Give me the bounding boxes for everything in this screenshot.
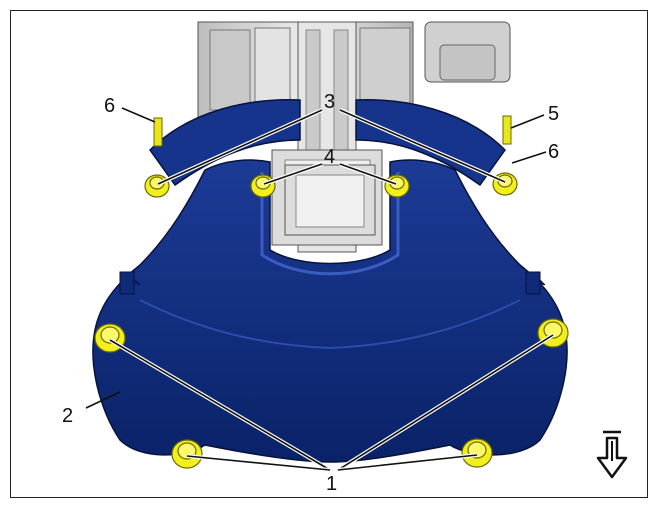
bolt-mount-right (384, 174, 410, 198)
callout-6-left: 6 (104, 95, 115, 117)
stud-right (502, 115, 512, 145)
stud-left (153, 117, 163, 147)
down-arrow-icon (596, 430, 628, 479)
bolt-upper-left (144, 174, 170, 198)
callout-4: 4 (324, 146, 335, 168)
diagram-frame (10, 10, 648, 498)
bolt-mount-left (250, 174, 276, 198)
leader-lines (85, 107, 555, 472)
bolt-rear-left (171, 439, 203, 469)
callout-1: 1 (326, 473, 337, 495)
callout-2: 2 (62, 405, 73, 427)
callout-5: 5 (548, 103, 559, 125)
bolt-rear-right (461, 438, 493, 468)
subframe (92, 99, 568, 463)
callout-6-right: 6 (548, 141, 559, 163)
callout-3: 3 (324, 91, 335, 113)
